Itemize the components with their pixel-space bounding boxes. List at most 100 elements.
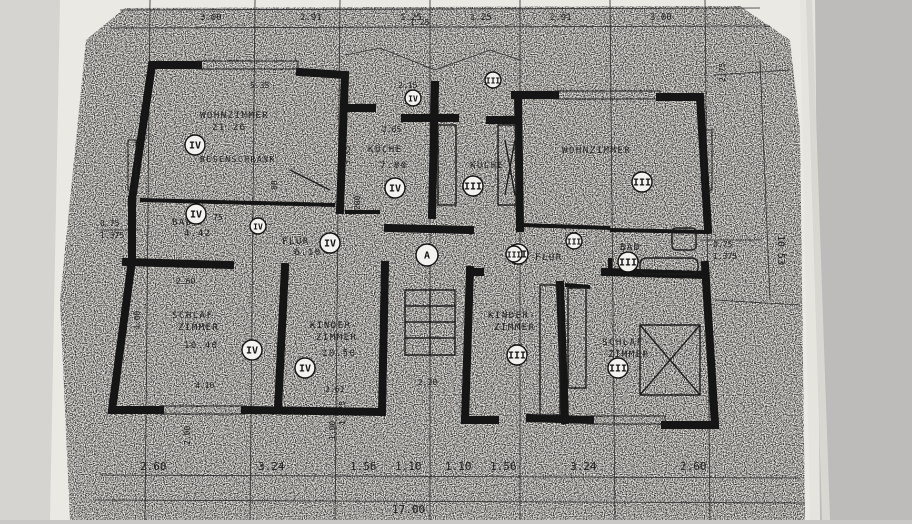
dim-inner-11: 1.25 [410, 18, 429, 27]
walls [107, 61, 720, 429]
dim-inner-1: 2.65 [382, 125, 401, 134]
room-roman-wohnzimmer_right: III [631, 171, 653, 193]
marker-4: A [415, 243, 439, 267]
dim-bottom-0: 2.60 [140, 460, 167, 473]
dim-inner-14: 88 [270, 180, 279, 190]
dim-inner-7: 2.60 [176, 277, 195, 286]
svg-text:IV: IV [246, 346, 258, 357]
dim-inner-10: 1.375 [338, 401, 347, 425]
room-roman-kinderzimmer_right: III [506, 344, 528, 366]
room-area-schlafzimmer_left: 16.40 [184, 341, 219, 351]
room-name-bad_right: BAD [620, 243, 641, 253]
room-name-schlafzimmer_right: ZIMMER [608, 350, 650, 360]
svg-text:IV: IV [408, 95, 418, 104]
dim-side-right-0: 0.75 [713, 240, 732, 249]
room-roman-bad_left: IV [185, 203, 207, 225]
room-area-kinderzimmer_left: 10.50 [322, 349, 357, 359]
dim-inner-6: 2.20 [418, 378, 437, 387]
room-roman-wohnzimmer_left: IV [184, 134, 206, 156]
dim-top-1: 2.91 [300, 13, 322, 23]
room-roman-kueche_right: III [462, 175, 484, 197]
room-area-flur_left: 6.10 [294, 248, 322, 258]
room-extra-wohnzimmer_left: BESENSCHRANK [200, 155, 276, 164]
dim-inner-16: 75 [213, 213, 223, 222]
room-name-wohnzimmer_right: WOHNZIMMER [562, 146, 631, 156]
svg-text:III: III [567, 238, 582, 247]
svg-text:IV: IV [189, 141, 201, 152]
marker-1: III [484, 71, 502, 89]
dim-side-left-1: 1.375 [100, 231, 124, 240]
svg-text:III: III [633, 178, 651, 189]
dim-inner-8: 2.00 [183, 426, 192, 445]
dim-total: 17.00 [392, 503, 425, 516]
dim-inner-2: 3.35 [343, 146, 352, 165]
marker-5: III [505, 245, 523, 263]
dim-bottom-1: 3.24 [258, 460, 285, 473]
marker-2: IV [249, 217, 267, 235]
room-name-schlafzimmer_left: SCHLAF- [172, 311, 220, 321]
dim-inner-3: 4.00 [133, 311, 142, 330]
svg-text:III: III [619, 258, 637, 269]
marker-3: III [565, 232, 583, 250]
room-name-kueche_left: KÜCHE [368, 144, 403, 155]
dim-side-left-0: 0.75 [100, 219, 119, 228]
room-roman-schlafzimmer_right: III [607, 357, 629, 379]
dim-inner-5: 2.61 [325, 385, 344, 394]
svg-text:IV: IV [253, 223, 263, 232]
dim-bottom-4: 1.10 [445, 460, 472, 473]
dim-bottom-7: 2.60 [680, 460, 707, 473]
room-name-kinderzimmer_left: KINDER- [310, 321, 358, 331]
room-name-flur_right: FLUR [535, 253, 563, 263]
dim-top-4: 2.91 [550, 13, 572, 23]
svg-text:IV: IV [190, 210, 202, 221]
svg-text:IV: IV [324, 239, 336, 250]
room-name-kinderzimmer_right: ZIMMER [494, 323, 536, 333]
dim-side-right-1: 1.375 [713, 252, 737, 261]
dim-inner-15: 200 [353, 195, 362, 210]
room-roman-flur_left: IV [319, 232, 341, 254]
dim-bottom-5: 1.56 [490, 460, 517, 473]
svg-text:A: A [424, 251, 430, 262]
dim-bottom-2: 1.56 [350, 460, 377, 473]
dim-bottom-6: 3.24 [570, 460, 597, 473]
dim-top-5: 3.00 [650, 13, 672, 23]
svg-text:III: III [609, 364, 627, 375]
marker-0: IV [404, 89, 422, 107]
room-name-schlafzimmer_left: ZIMMER [178, 323, 220, 333]
room-name-kueche_right: KÜCHE [470, 160, 505, 171]
room-roman-bad_right: III [617, 251, 639, 273]
room-name-wohnzimmer_left: WOHNZIMMER [200, 111, 269, 121]
dim-inner-13: 2.75 [718, 63, 727, 82]
thin-walls [139, 198, 706, 289]
room-name-kinderzimmer_left: ZIMMER [316, 333, 358, 343]
room-roman-kinderzimmer_left: IV [294, 357, 316, 379]
room-name-schlafzimmer_right: SCHLAF- [602, 338, 650, 348]
svg-text:IV: IV [299, 364, 311, 375]
dim-top-3: 1.25 [470, 13, 492, 23]
svg-text:III: III [486, 77, 501, 86]
room-name-kinderzimmer_right: KINDER- [488, 311, 536, 321]
svg-text:IV: IV [389, 184, 401, 195]
room-roman-kueche_left: IV [384, 177, 406, 199]
dim-inner-9: 1.00 [328, 421, 337, 440]
dim-bottom-3: 1.10 [395, 460, 422, 473]
dim-inner-0: 5.35 [250, 81, 269, 90]
room-area-wohnzimmer_left: 21.26 [212, 123, 247, 133]
svg-text:III: III [507, 251, 522, 260]
dim-height: 10.53 [775, 235, 786, 265]
dim-inner-12: 2.15 [398, 81, 417, 90]
svg-text:III: III [464, 182, 482, 193]
fixtures [289, 124, 701, 416]
windows [127, 60, 713, 425]
svg-text:III: III [508, 351, 526, 362]
room-area-bad_left: 4.42 [184, 229, 212, 239]
dim-top-0: 3.00 [200, 13, 222, 23]
room-name-flur_left: FLUR [282, 237, 310, 247]
room-area-kueche_left: 7.80 [380, 161, 408, 171]
room-roman-schlafzimmer_left: IV [241, 339, 263, 361]
room-name-bad_left: BAD [172, 218, 193, 228]
dim-top-2: 1.25 [400, 13, 422, 23]
dim-inner-4: 4.10 [195, 381, 214, 390]
